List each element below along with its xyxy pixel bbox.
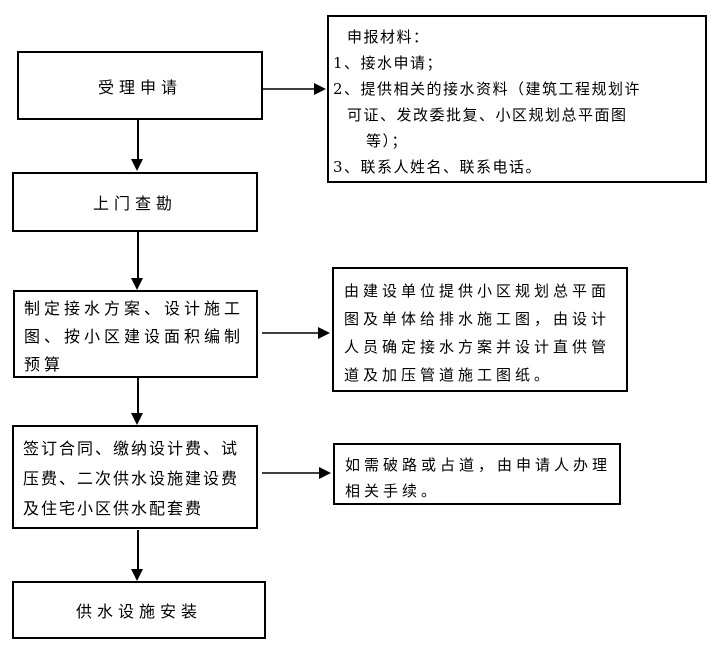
arrow-shaft (137, 232, 139, 278)
step-sign-contract-pay-fees: 签订合同、缴纳设计费、试 压费、二次供水设施建设费 及住宅小区供水配套费 (12, 425, 258, 529)
step-label: 上门查勘 (92, 194, 177, 213)
step-label: 受理申请 (97, 77, 182, 97)
step-design-plan: 制定接水方案、设计施工 图、按小区建设面积编制 预算 (13, 290, 258, 378)
note-line: 道及加压管道施工图纸。 (344, 366, 554, 384)
step-label: 供水设施安装 (75, 602, 202, 621)
arrow-head (314, 83, 326, 95)
arrow-head (131, 569, 143, 581)
note-line: 相关手续。 (345, 482, 441, 500)
arrow-shaft (262, 472, 320, 474)
arrow-head (131, 413, 143, 425)
note-line: 人员确定接水方案并设计直供管 (344, 338, 611, 356)
note-line: 如需破路或占道，由申请人办理 (345, 456, 612, 474)
note-application-materials: 申报材料： 1、接水申请； 2、提供相关的接水资料（建筑工程规划许 可证、发改委… (327, 15, 707, 183)
step-accept-application: 受理申请 (17, 51, 263, 120)
step-install-water-facilities: 供水设施安装 (12, 581, 266, 639)
note-line: 由建设单位提供小区规划总平面 (344, 282, 611, 300)
step-text-line: 图、按小区建设面积编制 (24, 327, 245, 346)
arrow-head (131, 278, 143, 290)
note-design-responsibilities: 由建设单位提供小区规划总平面 图及单体给排水施工图，由设计 人员确定接水方案并设… (332, 267, 628, 392)
note-line: 2、提供相关的接水资料（建筑工程规划许 (333, 80, 642, 98)
note-line: 图及单体给排水施工图，由设计 (344, 310, 611, 328)
note-line: 1、接水申请； (333, 54, 444, 72)
arrow-shaft (137, 120, 139, 160)
note-road-occupation-permit: 如需破路或占道，由申请人办理 相关手续。 (333, 443, 621, 505)
note-line: 申报材料： (347, 28, 430, 46)
arrow-shaft (263, 88, 315, 90)
step-text-line: 及住宅小区供水配套费 (23, 499, 204, 518)
step-site-survey: 上门查勘 (12, 172, 258, 232)
note-line: 可证、发改委批复、小区规划总平面图 (347, 106, 628, 124)
arrow-head (318, 327, 330, 339)
arrow-shaft (262, 332, 319, 334)
arrow-shaft (137, 378, 139, 414)
step-text-line: 压费、二次供水设施建设费 (23, 469, 240, 488)
step-text-line: 签订合同、缴纳设计费、试 (23, 439, 240, 458)
step-text-line: 预算 (24, 355, 65, 374)
arrow-shaft (137, 530, 139, 570)
step-text-line: 制定接水方案、设计施工 (24, 299, 245, 318)
note-line: 等）； (366, 132, 409, 150)
note-line: 3、联系人姓名、联系电话。 (333, 158, 543, 176)
arrow-head (131, 159, 143, 171)
arrow-head (319, 467, 331, 479)
